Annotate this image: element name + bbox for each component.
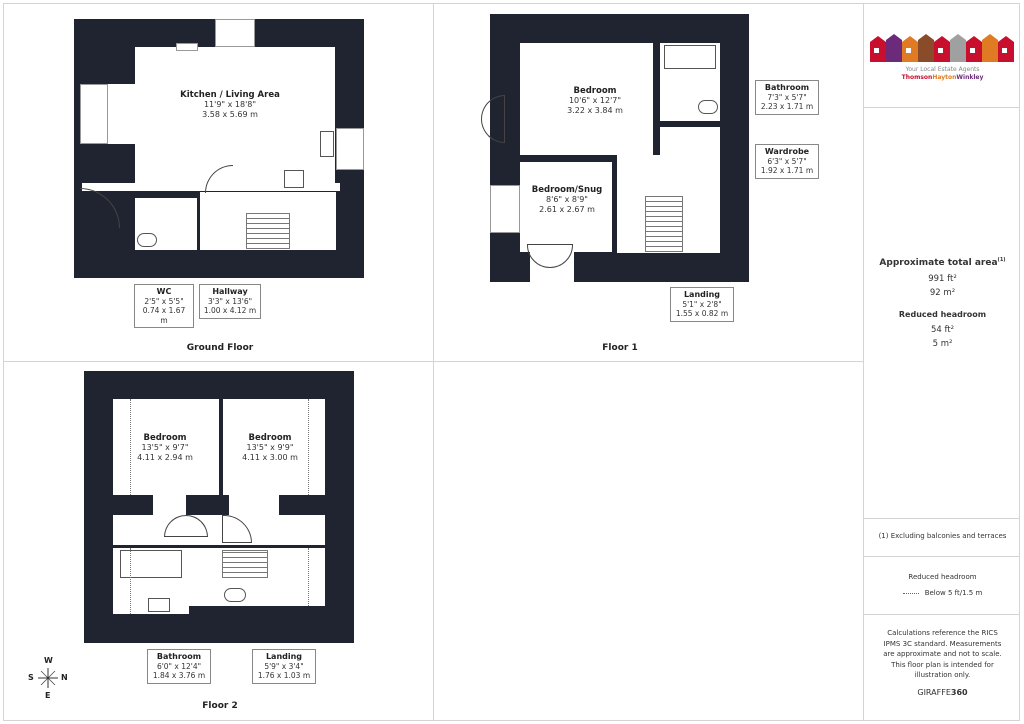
legend-title: Reduced headroom [908, 573, 977, 581]
floor-2-landing-tag: Landing 5'9" x 3'4" 1.76 x 1.03 m [252, 649, 316, 684]
toilet-fixture [698, 100, 718, 114]
wardrobe-tag: Wardrobe 6'3" x 5'7" 1.92 x 1.71 m [755, 144, 819, 179]
giraffe360-brand: GIRAFFE360 [917, 688, 968, 697]
staircase [645, 196, 683, 252]
window [80, 84, 108, 144]
bath-fixture [664, 45, 716, 69]
divider-vertical-2 [863, 3, 864, 721]
agent-logo: Your Local Estate Agents ThomsonHaytonWi… [865, 32, 1020, 82]
compass: W E S N [26, 656, 70, 700]
kitchen-living-area [135, 47, 335, 188]
compass-e: E [45, 691, 51, 700]
bedroom-snug-label: Bedroom/Snug 8'6" x 8'9" 2.61 x 2.67 m [531, 185, 603, 214]
bedroom-snug-room [520, 162, 612, 252]
floor-2-bathroom-tag: Bathroom 6'0" x 12'4" 1.84 x 3.76 m [147, 649, 211, 684]
dotted-line-icon [902, 592, 919, 594]
disclaimer: Calculations reference the RICS IPMS 3C … [883, 629, 1002, 679]
hob-fixture [284, 170, 304, 188]
window [215, 19, 255, 47]
compass-rose-icon [38, 668, 58, 688]
logo-brand-thomson: Thomson [901, 74, 933, 81]
divider-horizontal [3, 361, 863, 362]
total-area-title: Approximate total area [879, 258, 998, 268]
toilet-fixture [137, 233, 157, 247]
divider-vertical-1 [433, 3, 434, 721]
compass-n: N [61, 673, 68, 682]
total-area-m: 92 m² [929, 288, 956, 298]
reduced-headroom-line [308, 548, 309, 606]
logo-tagline: Your Local Estate Agents [905, 66, 980, 73]
sink-fixture [320, 131, 334, 157]
wc-tag: WC 2'5" x 5'5" 0.74 x 1.67 m [134, 284, 194, 328]
houses-logo-icon [869, 34, 1014, 62]
floor-1-title: Floor 1 [602, 343, 638, 353]
hallway-tag: Hallway 3'3" x 13'6" 1.00 x 4.12 m [199, 284, 261, 319]
reduced-headroom-line [130, 548, 131, 614]
reduced-headroom-line [308, 399, 309, 495]
window [336, 128, 364, 170]
sink-fixture [148, 598, 170, 612]
logo-brand-winkley: Winkley [956, 74, 984, 81]
reduced-headroom-m: 5 m² [932, 339, 953, 349]
reduced-headroom-ft: 54 ft² [930, 325, 955, 335]
total-area-section: Approximate total area(1) 991 ft² 92 m² … [865, 257, 1020, 349]
toilet-fixture [224, 588, 246, 602]
ground-floor-title: Ground Floor [186, 343, 254, 353]
reduced-headroom-title: Reduced headroom [898, 310, 987, 319]
staircase [246, 213, 290, 249]
bathroom-tag: Bathroom 7'3" x 5'7" 2.23 x 1.71 m [755, 80, 819, 115]
landing-tag: Landing 5'1" x 2'8" 1.55 x 0.82 m [670, 287, 734, 322]
staircase [222, 550, 268, 578]
kitchen-living-label: Kitchen / Living Area 11'9" x 18'8" 3.58… [180, 90, 280, 119]
logo-brand-hayton: Hayton [932, 74, 957, 81]
legend-item: Below 5 ft/1.5 m [865, 589, 1020, 597]
floor-2-title: Floor 2 [202, 701, 238, 711]
total-area-ft: 991 ft² [928, 274, 957, 284]
floor-1-bedroom-label: Bedroom 10'6" x 12'7" 3.22 x 3.84 m [567, 86, 623, 115]
footnote: (1) Excluding balconies and terraces [878, 532, 1007, 540]
page-frame [3, 3, 1020, 721]
window [490, 185, 520, 233]
floor-2-bedroom-1-label: Bedroom 13'5" x 9'7" 4.11 x 2.94 m [137, 433, 193, 462]
compass-s: S [28, 673, 34, 682]
reduced-headroom-line [130, 399, 131, 495]
floor-1-bedroom [520, 43, 653, 155]
compass-w: W [44, 656, 53, 665]
floor-2-bedroom-2-label: Bedroom 13'5" x 9'9" 4.11 x 3.00 m [242, 433, 298, 462]
window [176, 43, 198, 51]
